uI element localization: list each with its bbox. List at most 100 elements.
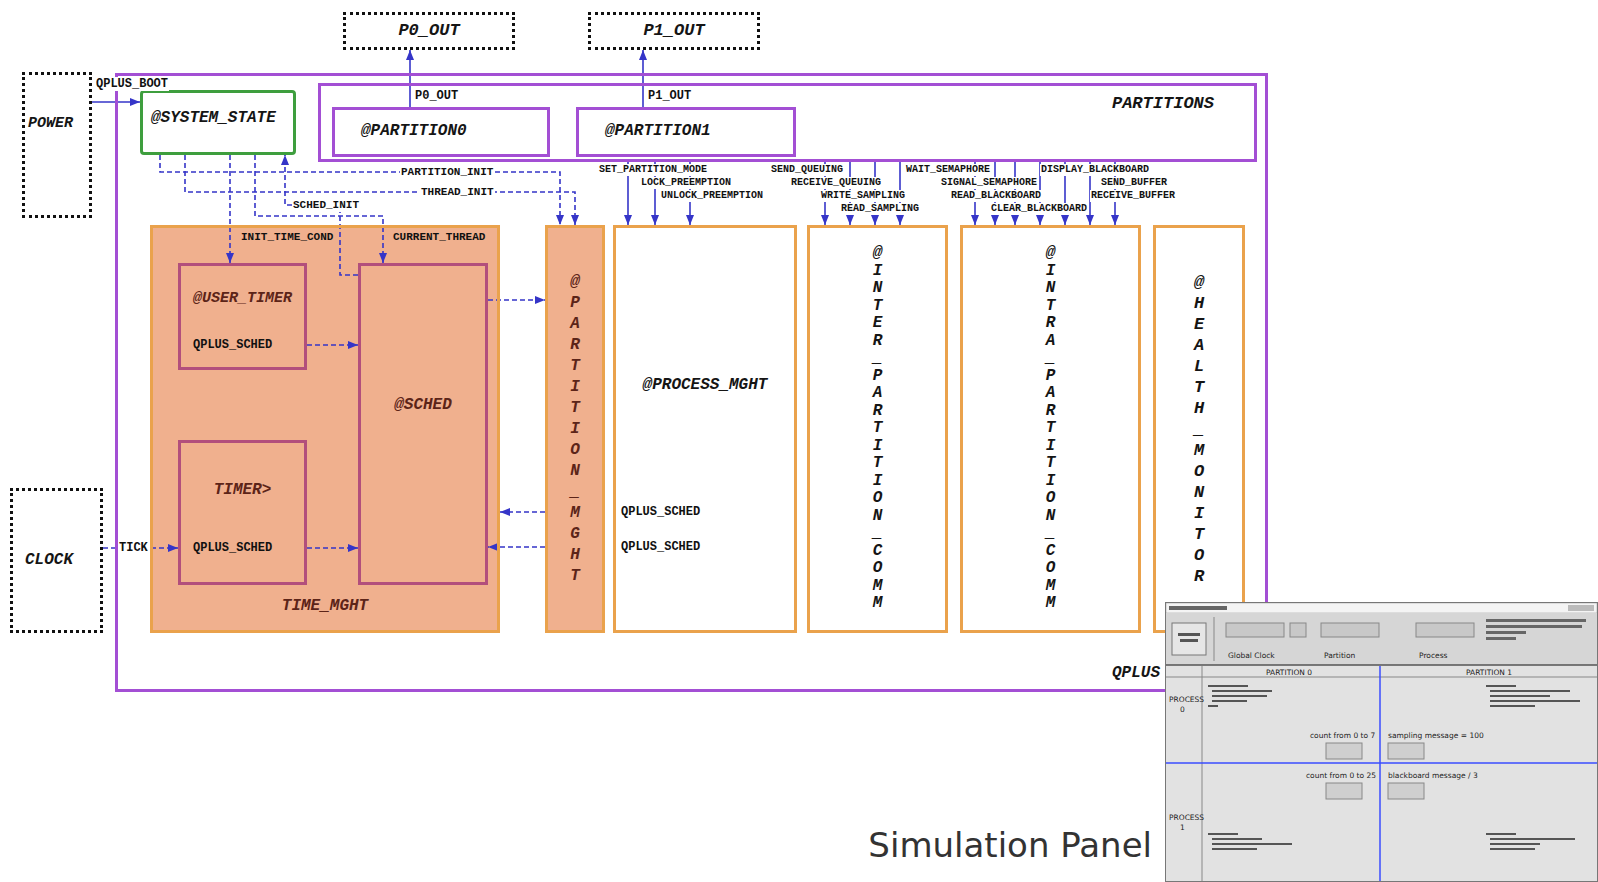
box-fill (150, 225, 500, 633)
panel-part (1214, 617, 1215, 661)
signal-name: CURRENT_THREAD (392, 231, 486, 244)
panel-part (1321, 623, 1379, 637)
panel-part (1490, 705, 1535, 707)
power-source: POWER (22, 72, 92, 218)
box-fill (545, 225, 605, 633)
panel-part (1486, 619, 1586, 622)
block-name: @USER_TIMER (193, 290, 292, 308)
signal-name: DISPLAY_BLACKBOARD (1040, 164, 1150, 176)
simulation-panel: Simulation PanelGlobal ClockPartitionPro… (1165, 602, 1598, 882)
panel-part (1486, 631, 1526, 634)
signal-connector (307, 547, 358, 549)
panel-part (1208, 705, 1218, 707)
panel-part (1290, 623, 1306, 637)
panel-part (1180, 639, 1198, 642)
block-name: P1_OUT (643, 21, 704, 41)
box-fill (358, 263, 488, 585)
block-name: CLOCK (25, 551, 73, 570)
signal-name: WRITE_SAMPLING (820, 190, 906, 202)
module-block: TIME_MGHT@USER_TIMER@SCHEDTIMER> (150, 225, 500, 633)
signal-name: P1_OUT (647, 89, 692, 103)
panel-part (1486, 685, 1516, 687)
block-name: @PARTITION0 (361, 122, 467, 141)
panel-part (1166, 677, 1597, 678)
panel-part (1208, 833, 1238, 835)
signal-name: RECEIVE_QUEUING (790, 177, 882, 189)
panel-text: 1 (1180, 823, 1185, 832)
signal-name: TICK (118, 541, 149, 555)
panel-text: 0 (1180, 705, 1185, 714)
block-name: @INTRA_PARTITION_COMM (1043, 245, 1059, 613)
panel-part (1388, 783, 1424, 799)
panel-text: PROCESS (1169, 813, 1204, 822)
panel-part (1212, 848, 1257, 850)
panel-part (1486, 833, 1516, 835)
panel-part (1226, 623, 1284, 637)
panel-text: count from 0 to 25 (1306, 771, 1376, 780)
block-name: QPLUS (1112, 664, 1160, 683)
signal-name: CLEAR_BLACKBOARD (990, 203, 1088, 215)
panel-part (1166, 613, 1597, 665)
output-port: P0_OUT (343, 12, 515, 50)
panel-part (1490, 690, 1570, 692)
panel-heading: Simulation Panel (868, 825, 1152, 866)
panel-text: Partition (1324, 651, 1355, 660)
module-block: @INTER_PARTITION_COMM (807, 225, 948, 633)
panel-part (1212, 843, 1292, 845)
panel-part (1166, 664, 1597, 666)
module-block: @PARTITION_MGHT (545, 225, 605, 633)
panel-part (1178, 633, 1200, 636)
module-block: @INTRA_PARTITION_COMM (960, 225, 1141, 633)
signal-name: RECEIVE_BUFFER (1090, 190, 1176, 202)
process-box: TIMER> (178, 440, 307, 585)
panel-text: count from 0 to 7 (1310, 731, 1375, 740)
signal-name: SCHED_INIT (292, 199, 360, 212)
panel-part (1379, 666, 1381, 881)
panel-part (1388, 743, 1424, 759)
block-name: @SYSTEM_STATE (151, 109, 276, 128)
signal-name: QPLUS_BOOT (95, 77, 169, 91)
panel-part (1166, 603, 1597, 613)
partition-block: @PARTITION1 (576, 107, 796, 157)
block-name: @PARTITION_MGHT (567, 272, 583, 587)
output-port: P1_OUT (588, 12, 760, 50)
signal-connector (185, 155, 575, 225)
panel-part (1490, 838, 1575, 840)
clock-source: CLOCK (10, 488, 103, 633)
signal-name: WAIT_SEMAPHORE (905, 164, 991, 176)
panel-part (1486, 637, 1516, 640)
panel-text: PROCESS (1169, 695, 1204, 704)
signal-connector (488, 299, 545, 301)
signal-connector (500, 511, 545, 513)
signal-name: QPLUS_SCHED (620, 540, 701, 554)
panel-part (1490, 695, 1550, 697)
panel-text: sampling message = 100 (1388, 731, 1484, 740)
panel-text: Global Clock (1228, 651, 1275, 660)
panel-part (1416, 623, 1474, 637)
signal-name: PARTITION_INIT (400, 166, 494, 179)
signal-name: P0_OUT (414, 89, 459, 103)
process-box: @USER_TIMER (178, 263, 307, 370)
block-name: PARTITIONS (1112, 94, 1214, 114)
state-block: @SYSTEM_STATE (140, 90, 296, 155)
module-block: @HEALTH_MONITOR (1153, 225, 1245, 633)
box-fill (178, 440, 307, 585)
signal-connector (307, 344, 358, 346)
panel-part (1208, 685, 1248, 687)
panel-text: Process (1419, 651, 1447, 660)
signal-name: READ_SAMPLING (840, 203, 920, 215)
panel-part (1490, 848, 1535, 850)
partition-block: @PARTITION0 (332, 107, 550, 157)
panel-part (1326, 783, 1362, 799)
panel-part (1169, 606, 1227, 610)
signal-name: SET_PARTITION_MODE (598, 164, 708, 176)
signal-name: QPLUS_SCHED (192, 338, 273, 352)
signal-connector (229, 155, 231, 263)
panel-part (1166, 666, 1597, 881)
module-block: @PROCESS_MGHT (613, 225, 797, 633)
panel-part (1212, 695, 1267, 697)
signal-connector (409, 50, 411, 107)
signal-name: READ_BLACKBOARD (950, 190, 1042, 202)
block-name: @HEALTH_MONITOR (1191, 272, 1208, 587)
